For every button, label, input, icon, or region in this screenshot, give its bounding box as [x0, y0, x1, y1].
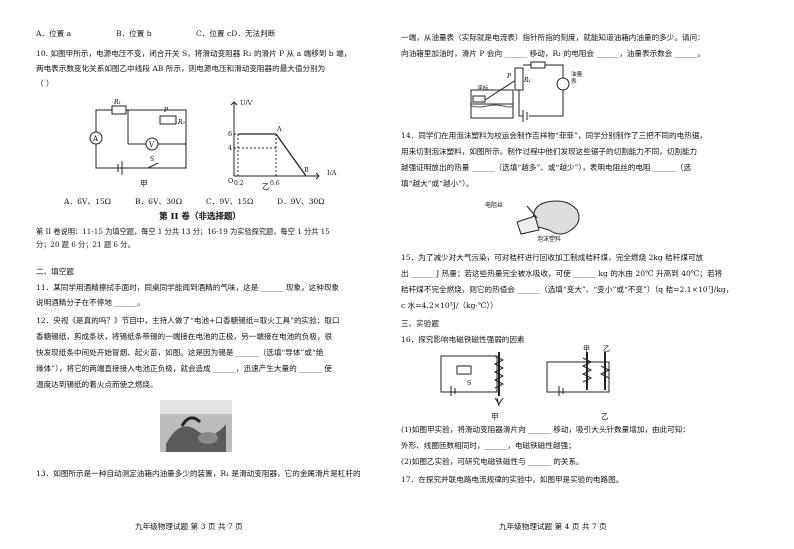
q16-fig-label-jia: 甲 [491, 412, 499, 421]
graph-ytick-4: 4 [228, 144, 233, 152]
volume2-title: 第 II 卷（非选择题） [159, 212, 241, 222]
graph-ytick-6: 6 [228, 130, 233, 138]
q16-line2: 外形、线圈匝数相同时，______，电磁铁磁性越强； [401, 441, 576, 450]
q12-line5: 温度达到锡纸的着火点而使之燃烧。 [36, 380, 158, 389]
q12-line2: 香糖锡纸，剪成条状，将锡纸条带锡的一端接在电池的正极，另一端接在电池的负极，很 [36, 332, 333, 341]
q9-option-a: A．位置 a [36, 29, 72, 38]
section2-heading: 二、填空题 [36, 267, 74, 276]
q14-line3: 越强证明放出的热量 ______（选填“越多”、或“越少”），表明电阻丝的电阻 … [401, 163, 691, 172]
q11-line2: 说明酒精分子在不停地 ______。 [36, 298, 145, 307]
svg-text:S: S [150, 156, 154, 163]
q9-option-c: C．位置 cD．无法判断 [196, 29, 276, 38]
q10-line1: 10. 如图甲所示，电源电压不变，闭合开关 S，将滑动变阻器 R₂ 的滑片 P … [36, 49, 352, 58]
svg-text:P: P [163, 107, 169, 114]
svg-text:R': R' [532, 60, 540, 62]
volume2-line1: 第 II 卷说明：11-15 为填空题，每空 1 分共 13 分；16-19 为… [36, 227, 330, 236]
q10-line2: 两电表示数变化关系如图乙中线段 AB 所示，则电源电压和滑动变阻器的最大值分别为 [36, 64, 326, 73]
svg-text:R₁: R₁ [523, 77, 531, 84]
q12-photo [160, 400, 232, 452]
svg-text:V: V [148, 141, 155, 149]
q10-fig-label-yi: 乙 [262, 182, 270, 191]
q13-fig-float-label: 浮标 [477, 86, 489, 92]
volume2-line2: 分；20 题 6 分；21 题 6 分。 [36, 240, 135, 249]
q14-foam-figure [516, 200, 580, 235]
q16-fig-s-label: S [467, 379, 472, 387]
q14-fig-foam-label: 泡沫塑料 [537, 236, 562, 243]
q10-circuit-figure: R₁ P R₂ A V S [89, 99, 187, 175]
q17-line1: 17．在探究并联电路电流规律的实验中，如图甲是实验的电路图。 [401, 475, 624, 484]
q15-line3: 秸秆煤不完全燃烧，则它的热值会 ______（选填“变大”、“变小”或“不变”）… [401, 285, 734, 294]
right-page: 一端，从油量表（实际就是电流表）指针所指的刻度，就能知道油箱内油量的多少。请问：… [397, 0, 794, 549]
q13-cont-line2: 向油箱里加油时，滑片 P 会向 ______ 移动，R₁ 的电阻会 ______… [401, 49, 706, 58]
q16-fig-yi-label-top-jia: 甲 [583, 345, 590, 353]
q16-fig-yi-label-top-yi: 乙 [603, 345, 610, 353]
graph-xlabel: I/A [327, 169, 337, 177]
q16-line1: (1)如图甲实验，将滑动变阻器滑片向 ______ 移动，吸引大头针数量增加，由… [401, 425, 690, 434]
graph-ylabel: U/V [240, 99, 253, 107]
svg-text:R₂: R₂ [177, 119, 186, 126]
q10-option-b: B．6V、30Ω [135, 197, 183, 206]
q10-option-a: A．6V、15Ω [64, 197, 111, 206]
q10-option-d: D．9V、30Ω [277, 197, 325, 206]
q16-figure-jia [440, 352, 505, 407]
graph-xtick-06: 0.6 [270, 180, 280, 187]
q14-line2: 用来切割泡沫塑料，如图所示。制作过程中他们发现这些锯子的切割能力不同，切割能力 [401, 147, 698, 156]
graph-origin: O [228, 177, 234, 185]
graph-point-a: A [277, 125, 282, 133]
q13-oil-tank-figure: R₁ R' P [470, 60, 570, 122]
q11-line1: 11．某同学用酒精擦拭手面时，同桌同学能闻到酒精的气味，这是 ______ 现象… [36, 283, 340, 292]
svg-text:P: P [506, 73, 512, 80]
q13-line1: 13．如图所示是一种自动测定油箱内油量多少的装置，R₁ 是滑动变阻器，它的金属滑… [36, 469, 361, 478]
q15-line2: 出 ______ J 热量；若这些热量完全被水吸收，可使 ______ kg 的… [401, 269, 723, 278]
q16-figure-yi [546, 352, 611, 396]
q13-cont-line1: 一端，从油量表（实际就是电流表）指针所指的刻度，就能知道油箱内油量的多少。请问： [401, 33, 705, 42]
q10-line3: （ ） [36, 79, 54, 88]
q14-line4: 填“越大”或“越小”）。 [401, 179, 474, 188]
q14-fig-wire-label: 电阻丝 [485, 202, 504, 209]
right-footer: 九年级物理试题 第 4 页 共 7 页 [499, 522, 607, 531]
q15-line4: c 水=4.2×10³J/（kg·℃）） [401, 301, 498, 310]
q16-line0: 16．探究影响电磁铁磁性强弱的因素 [401, 335, 525, 344]
section3-heading: 三、实验题 [401, 319, 439, 328]
q10-graph-figure [230, 101, 320, 180]
left-page: A．位置 a B．位置 b C．位置 cD．无法判断 10. 如图甲所示，电源电… [36, 29, 361, 531]
q13-fig-meter-label: 油量表 [571, 72, 583, 85]
left-footer: 九年级物理试题 第 3 页 共 7 页 [135, 522, 243, 531]
q16-fig-label-yi: 乙 [601, 412, 609, 421]
q14-line1: 14．同学们在用泡沫塑料为校运会制作吉祥物“菲菲”，同学分别制作了三把不同的电热… [401, 131, 707, 140]
q12-line4: 缘体”），将它的两端直接接入电池正负极，就会造成 ______，迅速产生大量的 … [36, 364, 332, 373]
q12-line3: 快发现纸条中间处开始冒烟、起火苗，如图。这是因为锡是 ______（选填“导体”… [36, 348, 324, 357]
q12-line1: 12．央视《是真的吗？》节目中，主持人做了“电池+口香糖锡纸=取火工具”的实验：… [36, 316, 340, 325]
q9-option-b: B．位置 b [116, 29, 152, 38]
q10-option-c: C．9V、15Ω [206, 197, 254, 206]
graph-point-b: B [304, 166, 309, 174]
graph-xtick-02: 0.2 [234, 180, 244, 187]
svg-text:A: A [92, 135, 99, 143]
q10-fig-label-jia: 甲 [140, 179, 148, 188]
q15-line1: 15．为了减少对大气污染，可对秸秆进行回收加工制成秸秆煤，完全燃烧 2kg 秸秆… [401, 253, 704, 262]
q16-line3: (2)如图乙实验，可研究电磁铁磁性与 ______ 的关系。 [401, 457, 584, 466]
svg-text:R₁: R₁ [113, 99, 121, 106]
